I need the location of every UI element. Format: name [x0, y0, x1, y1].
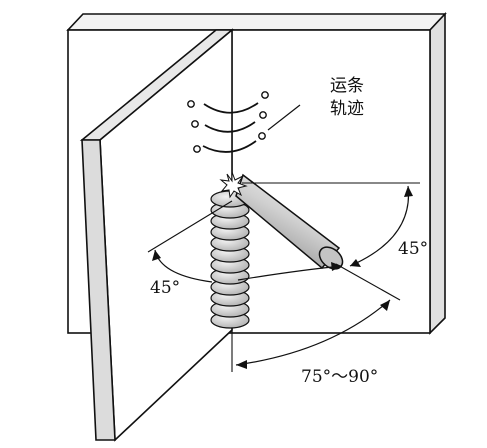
angle-label-45-right: 45°	[398, 239, 428, 259]
motion-trajectory	[202, 102, 259, 153]
angle-arc-right	[349, 185, 413, 267]
front-plate	[79, 28, 235, 442]
angle-label-45-left: 45°	[150, 278, 180, 298]
motion-label-line2: 轨迹	[330, 99, 364, 119]
motion-label-line1: 运条	[330, 76, 364, 96]
weld-bead	[210, 190, 250, 329]
angle-arc-bottom	[235, 299, 391, 369]
arc-spark-icon	[219, 171, 248, 199]
angle-arc-left	[152, 249, 343, 283]
angle-guides	[147, 182, 420, 372]
angle-label-travel: 75°～90°	[301, 367, 378, 387]
trajectory-dots	[187, 91, 269, 153]
label-leader	[267, 104, 301, 131]
